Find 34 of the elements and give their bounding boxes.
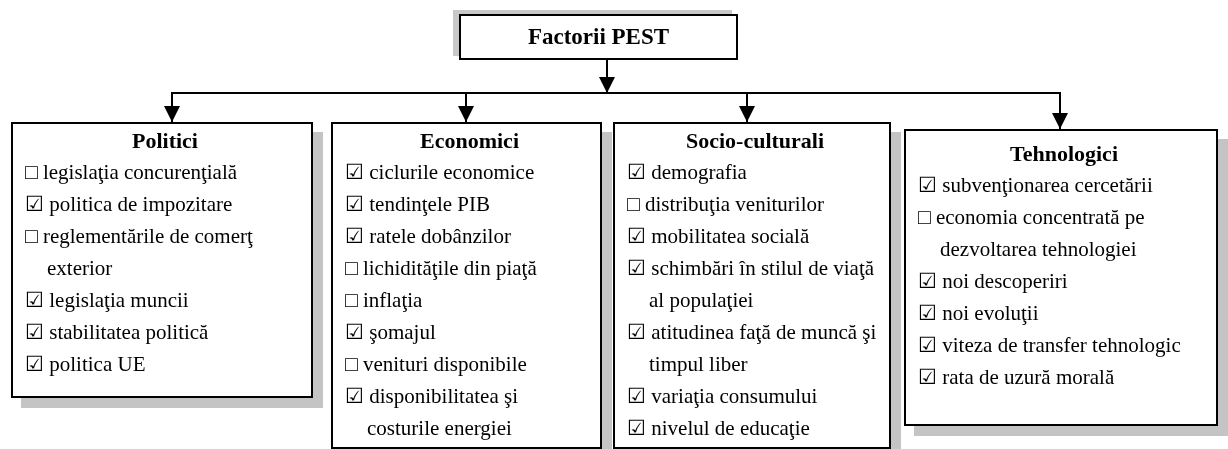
list-item: □ economia concentrată pe dezvoltarea tehnologiei [918, 204, 1146, 263]
node-heading: Economici [419, 127, 520, 155]
list-item: ☑ demografia [627, 159, 748, 186]
list-item: ☑ politica UE [25, 351, 147, 378]
node-heading: Politici [131, 127, 199, 155]
list-item: ☑ schimbări în stilul de viaţă al populaţiei [627, 255, 876, 314]
list-item: □ lichidităţile din piaţă [345, 255, 538, 282]
list-item: □ legislaţia concurenţială [25, 159, 239, 186]
list-item: ☑ şomajul [345, 319, 437, 346]
list-item: ☑ stabilitatea politică [25, 319, 210, 346]
list-item: ☑ politica de impozitare [25, 191, 234, 218]
list-item: ☑ ratele dobânzilor [345, 223, 512, 250]
list-item: ☑ tendinţele PIB [345, 191, 491, 218]
list-item: ☑ atitudinea faţă de muncă şi timpul liber [627, 319, 878, 378]
list-item: □ venituri disponibile [345, 351, 528, 378]
list-item: ☑ variaţia consumului [627, 383, 819, 410]
list-item: ☑ legislaţia muncii [25, 287, 190, 314]
list-item: ☑ noi evoluţii [918, 300, 1040, 327]
arrow [599, 59, 615, 94]
list-item: ☑ disponibilitatea şi costurile energiei [345, 383, 519, 442]
list-item: □ distribuţia veniturilor [627, 191, 825, 218]
node-heading: Socio-culturali [684, 127, 826, 155]
list-item: □ reglementările de comerţ exterior [25, 223, 254, 282]
list-item: ☑ rata de uzură morală [918, 364, 1116, 391]
list-item: □ inflaţia [345, 287, 424, 314]
list-item: ☑ nivelul de educaţie [627, 415, 811, 442]
list-item: ☑ viteza de transfer tehnologic [918, 332, 1182, 359]
list-item: ☑ ciclurile economice [345, 159, 536, 186]
list-item: ☑ noi descoperiri [918, 268, 1069, 295]
list-item: ☑ subvenţionarea cercetării [918, 172, 1154, 199]
arrow [458, 92, 608, 123]
list-item: ☑ mobilitatea socială [627, 223, 811, 250]
node-heading: Factorii PEST [527, 23, 670, 51]
node-heading: Tehnologici [1009, 140, 1119, 168]
